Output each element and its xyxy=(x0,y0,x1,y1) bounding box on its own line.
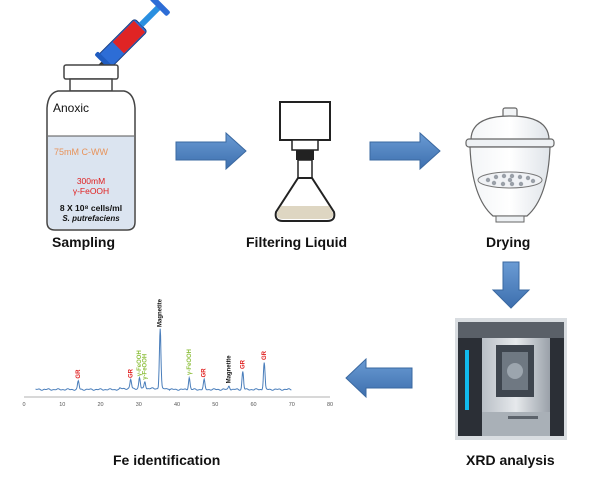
arrow-right-icon xyxy=(175,131,247,171)
peak-label: GR xyxy=(262,350,268,360)
sampling-label: Sampling xyxy=(52,234,116,250)
x-tick-label: 40 xyxy=(174,402,180,408)
drying-label: Drying xyxy=(486,234,531,250)
peak-label: GR xyxy=(128,368,134,378)
peak-label: Magnetite xyxy=(158,298,164,327)
desiccator-icon xyxy=(465,107,555,223)
xrd-instrument-image xyxy=(455,318,567,440)
x-tick-label: 20 xyxy=(97,402,103,408)
sample-bottle xyxy=(46,64,136,231)
bottle-cells: 8 X 10⁸ cells/ml xyxy=(60,203,122,213)
filtering-label: Filtering Liquid xyxy=(246,234,348,250)
xrd-trace xyxy=(35,328,292,391)
bottle-header: Anoxic xyxy=(53,101,89,115)
x-tick-label: 80 xyxy=(327,402,333,408)
arrow-left-icon xyxy=(345,357,413,399)
peak-label: Magnetite xyxy=(227,355,233,384)
x-tick-label: 30 xyxy=(136,402,142,408)
peak-label: GR xyxy=(240,359,246,369)
filter-flask-icon xyxy=(274,101,336,222)
peak-label: γ-FeOOH xyxy=(187,349,193,375)
arrow-right-icon xyxy=(369,131,441,171)
bottle-oxide-line1: 300mM xyxy=(77,176,105,186)
bottle-oxide-line2: γ-FeOOH xyxy=(73,186,109,196)
peak-label: γ-FeOOH xyxy=(142,354,148,380)
bottle-species: S. putrefaciens xyxy=(62,214,120,223)
x-tick-label: 70 xyxy=(289,402,295,408)
fe-identification-label: Fe identification xyxy=(113,452,221,468)
xrd-analysis-label: XRD analysis xyxy=(466,452,555,468)
x-tick-label: 50 xyxy=(212,402,218,408)
arrow-down-icon xyxy=(491,261,531,309)
x-tick-label: 0 xyxy=(22,402,25,408)
x-tick-label: 60 xyxy=(250,402,256,408)
bottle-medium: 75mM C-WW xyxy=(54,147,108,157)
peak-label: γ-FeOOH xyxy=(137,350,143,376)
peak-label: GR xyxy=(76,369,82,379)
peak-label: GR xyxy=(202,368,208,378)
x-tick-label: 10 xyxy=(59,402,65,408)
